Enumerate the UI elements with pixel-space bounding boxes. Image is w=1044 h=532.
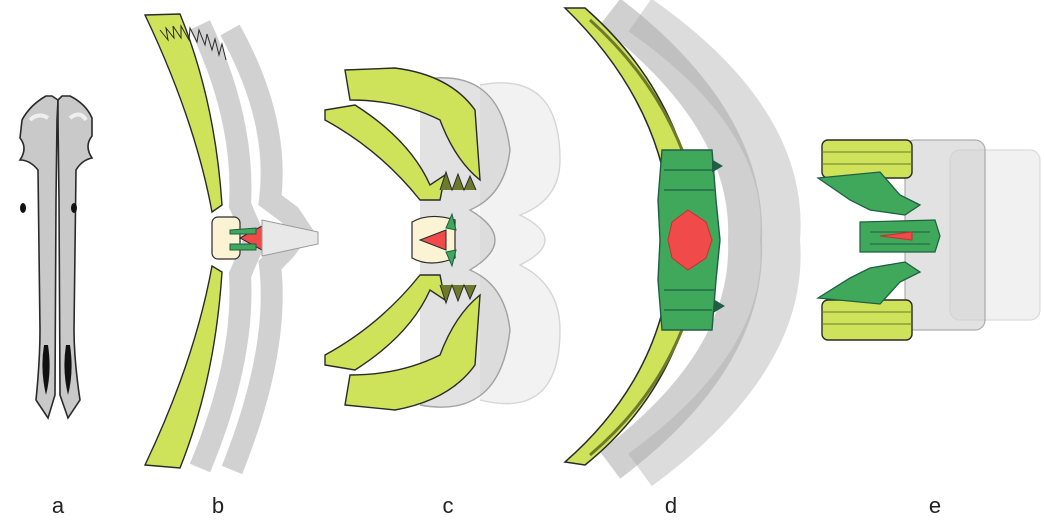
panel-a-jaw-bones bbox=[20, 96, 92, 418]
panel-c-jaws bbox=[325, 68, 560, 410]
symphysis-block bbox=[212, 217, 240, 259]
panel-label-c: c bbox=[433, 493, 463, 519]
panel-label-b: b bbox=[203, 493, 233, 519]
right-jaw-bone bbox=[58, 96, 92, 418]
panel-e-block bbox=[818, 140, 1040, 340]
panel-label-a: a bbox=[43, 493, 73, 519]
e-bottom-yellow-stack bbox=[822, 300, 912, 340]
right-foramen bbox=[71, 203, 77, 213]
panel-d-whorl bbox=[565, 8, 781, 470]
panel-b-tooth-rows bbox=[145, 14, 318, 470]
left-foramen bbox=[20, 203, 26, 213]
panel-label-d: d bbox=[656, 493, 686, 519]
panel-label-e: e bbox=[920, 493, 950, 519]
e-top-yellow-stack bbox=[822, 140, 912, 178]
left-jaw-bone bbox=[20, 96, 58, 418]
